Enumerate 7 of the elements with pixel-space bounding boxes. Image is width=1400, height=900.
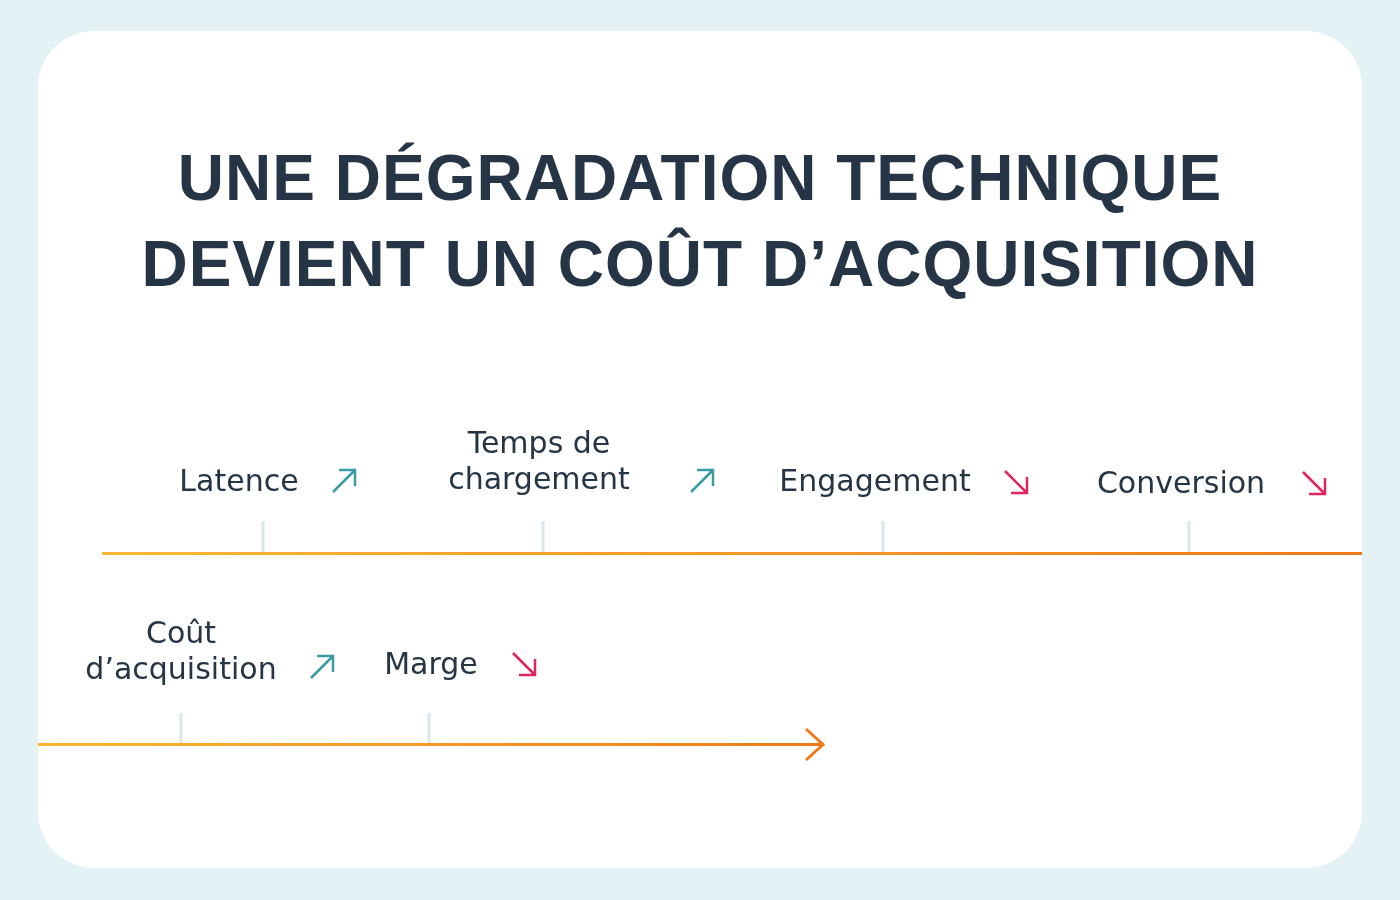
timeline-label: Conversion (1095, 465, 1267, 501)
timeline-label: Marge (383, 646, 479, 682)
timeline-label: Latence (178, 463, 300, 499)
timeline-label: Coût d’acquisition (84, 615, 278, 687)
timeline-label: Engagement (778, 463, 972, 499)
title: UNE DÉGRADATION TECHNIQUE DEVIENT UN COÛT D’ACQUISITION (140, 141, 1260, 302)
timeline-label: Temps de chargement (447, 425, 631, 497)
